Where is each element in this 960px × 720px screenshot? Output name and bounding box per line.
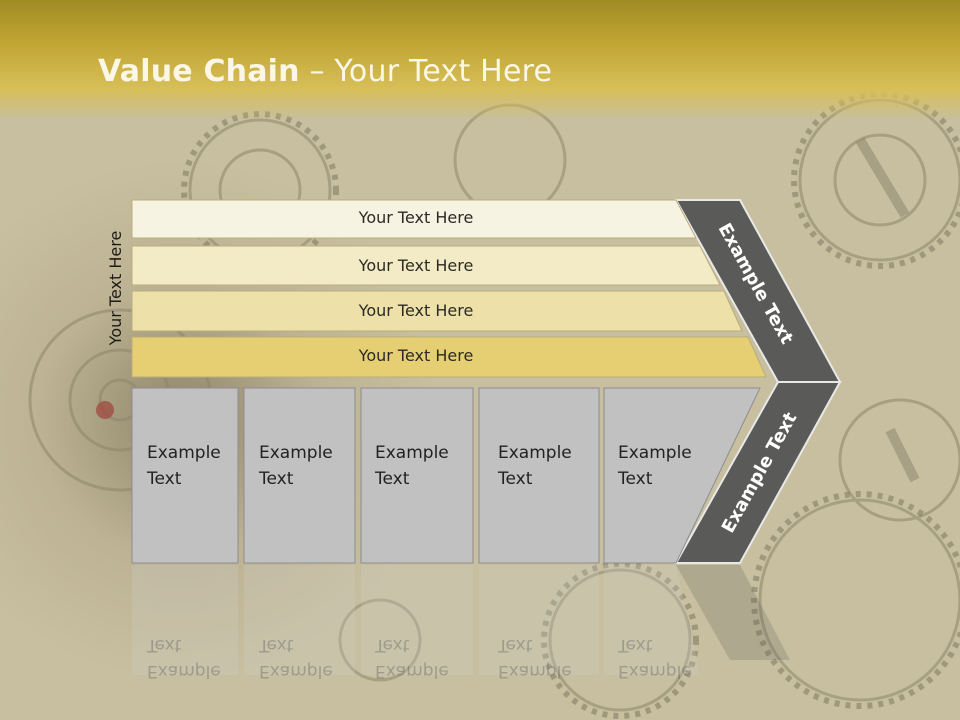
band-4 — [131, 336, 767, 378]
activity-box-3 — [360, 387, 474, 564]
band-3-label: Your Text Here — [358, 301, 474, 320]
slide-title: Value Chain – Your Text Here — [98, 54, 552, 89]
title-bold: Value Chain — [98, 54, 300, 89]
band-4-label: Your Text Here — [358, 346, 474, 365]
reflection — [132, 565, 790, 675]
band-1 — [131, 199, 697, 239]
chevron-bottom-segment — [674, 381, 842, 564]
title-bar — [0, 0, 960, 120]
band-2 — [131, 245, 721, 286]
activity-box-2 — [243, 387, 356, 564]
band-2-label: Your Text Here — [358, 256, 474, 275]
band-3 — [131, 290, 743, 332]
band-1-label: Your Text Here — [358, 208, 474, 227]
activity-box-5 — [603, 387, 761, 564]
activity-box-1 — [131, 387, 239, 564]
title-rest: – Your Text Here — [299, 54, 553, 89]
activity-box-4 — [478, 387, 600, 564]
